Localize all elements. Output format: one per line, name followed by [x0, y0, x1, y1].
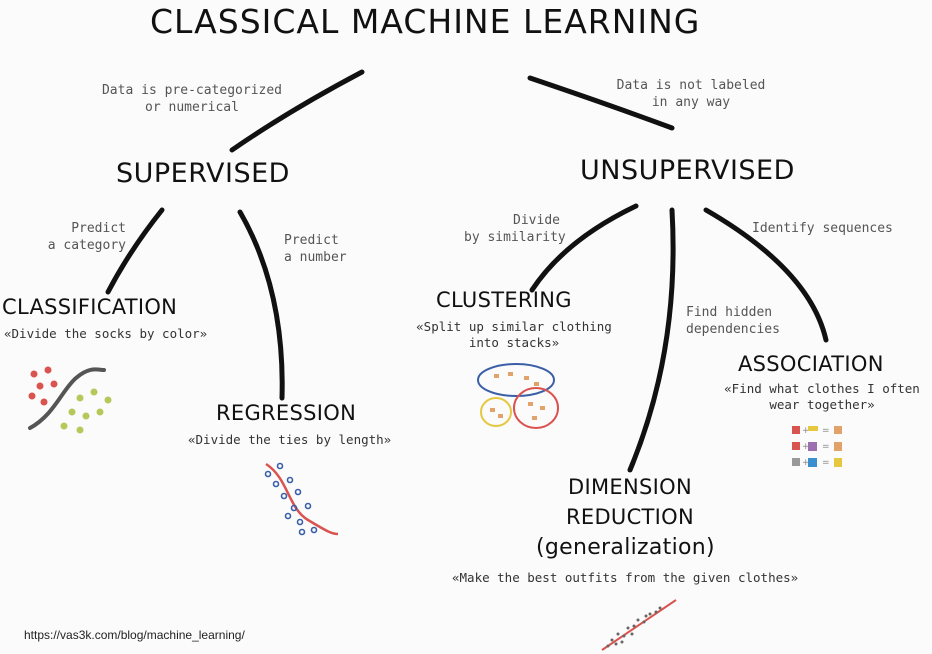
supervised-label: SUPERVISED — [116, 158, 290, 189]
clustering-edge-note: Divide by similarity — [464, 212, 566, 246]
regression-example: «Divide the ties by length» — [188, 432, 392, 447]
association-example-line-1: «Find what clothes I often — [724, 381, 920, 396]
edge-unsupervised-dimension — [627, 207, 676, 473]
dimension-reduction-label-line-2: REDUCTION — [565, 505, 695, 529]
clustering-groups-icon — [477, 363, 559, 429]
clustering-example-line-2: into stacks» — [468, 335, 560, 350]
unsupervised-note-line-1: Data is not labeled — [616, 78, 766, 93]
svg-text:=: = — [822, 426, 830, 436]
svg-text:+: + — [802, 458, 810, 468]
dimension-edge-note: Find hidden dependencies — [686, 304, 780, 338]
clustering-edge-note-line-1: Divide — [513, 213, 560, 228]
supervised-note-line-1: Data is pre-categorized — [101, 83, 282, 98]
association-example-line-2: wear together» — [769, 397, 875, 412]
clustering-example-line-1: «Split up similar clothing — [416, 319, 612, 334]
classification-edge-note: Predict a category — [34, 220, 126, 254]
classification-edge-note-line-2: a category — [47, 238, 126, 253]
clustering-label: CLUSTERING — [436, 288, 572, 312]
unsupervised-note-line-2: in any way — [651, 95, 731, 110]
classification-scatter-icon — [28, 366, 112, 434]
regression-curve-icon — [264, 462, 339, 536]
dimension-reduction-icon — [601, 599, 677, 651]
association-edge-note: Identify sequences — [752, 221, 893, 236]
edge-unsupervised-clustering — [529, 203, 639, 293]
unsupervised-note: Data is not labeled in any way — [596, 77, 786, 111]
dimension-reduction-example: «Make the best outfits from the given cl… — [452, 570, 799, 585]
svg-text:=: = — [822, 442, 830, 452]
dimension-edge-note-line-2: dependencies — [686, 322, 780, 337]
supervised-note-line-2: or numerical — [145, 100, 239, 115]
dimension-reduction-label: DIMENSION REDUCTION — [540, 472, 720, 532]
regression-edge-note-line-1: Predict — [284, 233, 339, 248]
source-url[interactable]: https://vas3k.com/blog/machine_learning/ — [24, 628, 245, 642]
regression-edge-note: Predict a number — [284, 232, 347, 266]
classification-example: «Divide the socks by color» — [4, 326, 208, 341]
classification-edge-note-line-1: Predict — [71, 221, 126, 236]
edge-supervised-classification — [105, 207, 165, 295]
edge-supervised-regression — [237, 209, 285, 401]
classification-label: CLASSIFICATION — [2, 295, 178, 319]
edge-unsupervised-association — [703, 207, 829, 343]
clustering-edge-note-line-2: by similarity — [464, 230, 566, 245]
association-items-icon: + = + = + = — [792, 426, 842, 468]
association-example: «Find what clothes I often wear together… — [712, 381, 932, 413]
unsupervised-label: UNSUPERVISED — [580, 155, 795, 186]
association-label: ASSOCIATION — [738, 352, 884, 376]
edge-title-unsupervised — [527, 75, 675, 131]
dimension-reduction-label-line-1: DIMENSION — [568, 475, 692, 499]
svg-text:=: = — [822, 458, 830, 468]
edge-title-supervised — [229, 69, 365, 153]
page-title: CLASSICAL MACHINE LEARNING — [150, 2, 701, 41]
regression-label: REGRESSION — [216, 401, 357, 425]
regression-edge-note-line-2: a number — [284, 250, 347, 265]
svg-text:+: + — [802, 426, 810, 436]
dimension-edge-note-line-1: Find hidden — [686, 305, 773, 320]
dimension-reduction-sublabel: (generalization) — [536, 535, 715, 560]
svg-text:+: + — [802, 442, 810, 452]
clustering-example: «Split up similar clothing into stacks» — [412, 319, 616, 351]
supervised-note: Data is pre-categorized or numerical — [82, 82, 302, 116]
